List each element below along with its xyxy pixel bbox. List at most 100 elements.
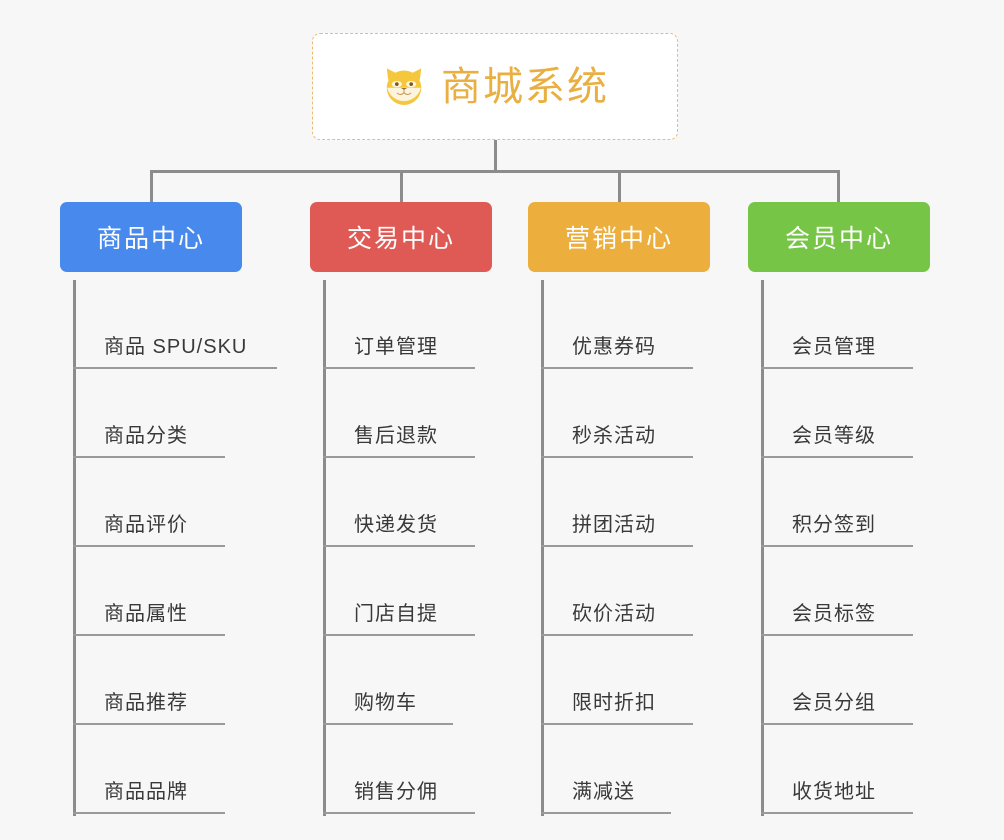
- group-spine: [73, 280, 76, 816]
- list-item[interactable]: 积分签到: [761, 458, 930, 547]
- item-label: 会员分组: [792, 692, 876, 714]
- item-rule: [323, 367, 475, 369]
- item-label: 会员等级: [792, 425, 876, 447]
- list-item[interactable]: 满减送: [541, 725, 710, 814]
- list-item[interactable]: 会员等级: [761, 369, 930, 458]
- shiba-dog-icon: [381, 64, 427, 110]
- list-item[interactable]: 商品 SPU/SKU: [73, 280, 277, 369]
- connector-horizontal-bus: [150, 170, 840, 173]
- item-rule: [761, 545, 913, 547]
- item-rule: [541, 812, 671, 814]
- list-item[interactable]: 订单管理: [323, 280, 492, 369]
- list-item[interactable]: 优惠券码: [541, 280, 710, 369]
- item-rule: [541, 723, 693, 725]
- list-item[interactable]: 会员管理: [761, 280, 930, 369]
- item-rule: [541, 545, 693, 547]
- item-rule: [73, 634, 225, 636]
- item-label: 商品品牌: [104, 781, 188, 803]
- item-rule: [323, 545, 475, 547]
- list-item[interactable]: 售后退款: [323, 369, 492, 458]
- list-item[interactable]: 商品品牌: [73, 725, 242, 814]
- connector-drop-2: [400, 170, 403, 202]
- item-label: 商品评价: [104, 514, 188, 536]
- list-item[interactable]: 门店自提: [323, 547, 492, 636]
- item-label: 商品 SPU/SKU: [104, 336, 248, 358]
- item-label: 秒杀活动: [572, 425, 656, 447]
- item-label: 积分签到: [792, 514, 876, 536]
- root-node[interactable]: 商城系统: [312, 33, 678, 140]
- connector-drop-4: [837, 170, 840, 202]
- group-spine: [761, 280, 764, 816]
- item-rule: [73, 545, 225, 547]
- group-spine: [323, 280, 326, 816]
- list-item[interactable]: 商品评价: [73, 458, 242, 547]
- list-item[interactable]: 商品推荐: [73, 636, 242, 725]
- group-header-trade[interactable]: 交易中心: [310, 202, 492, 272]
- item-label: 售后退款: [354, 425, 438, 447]
- item-rule: [541, 456, 693, 458]
- group-header-label: 商品中心: [96, 225, 205, 253]
- item-label: 商品推荐: [104, 692, 188, 714]
- item-label: 收货地址: [792, 781, 876, 803]
- list-item[interactable]: 收货地址: [761, 725, 930, 814]
- item-rule: [323, 812, 475, 814]
- item-label: 商品属性: [104, 603, 188, 625]
- item-rule: [761, 634, 913, 636]
- item-label: 销售分佣: [354, 781, 438, 803]
- item-label: 满减送: [572, 781, 635, 803]
- list-item[interactable]: 限时折扣: [541, 636, 710, 725]
- group-header-label: 交易中心: [346, 225, 455, 253]
- list-item[interactable]: 会员分组: [761, 636, 930, 725]
- item-rule: [73, 456, 225, 458]
- root-node-content: 商城系统: [381, 64, 609, 110]
- list-item[interactable]: 拼团活动: [541, 458, 710, 547]
- item-label: 购物车: [354, 692, 417, 714]
- list-item[interactable]: 砍价活动: [541, 547, 710, 636]
- item-rule: [541, 367, 693, 369]
- group-spine: [541, 280, 544, 816]
- group-header-label: 营销中心: [564, 225, 673, 253]
- item-rule: [761, 367, 913, 369]
- group-item-list: 订单管理 售后退款 快递发货 门店自提 购物车 销售分佣: [310, 280, 492, 814]
- list-item[interactable]: 会员标签: [761, 547, 930, 636]
- group-item-list: 优惠券码 秒杀活动 拼团活动 砍价活动 限时折扣 满减送: [528, 280, 710, 814]
- item-rule: [761, 456, 913, 458]
- connector-drop-3: [618, 170, 621, 202]
- item-rule: [323, 456, 475, 458]
- item-label: 拼团活动: [572, 514, 656, 536]
- group-header-label: 会员中心: [784, 225, 893, 253]
- item-rule: [323, 634, 475, 636]
- list-item[interactable]: 商品分类: [73, 369, 242, 458]
- item-rule: [323, 723, 453, 725]
- item-rule: [73, 723, 225, 725]
- list-item[interactable]: 商品属性: [73, 547, 242, 636]
- item-label: 订单管理: [354, 336, 438, 358]
- group-item-list: 商品 SPU/SKU 商品分类 商品评价 商品属性 商品推荐 商品品牌: [60, 280, 277, 814]
- group-header-marketing[interactable]: 营销中心: [528, 202, 710, 272]
- group-column-member: 会员中心 会员管理 会员等级 积分签到 会员标签 会员分组: [748, 202, 930, 816]
- item-rule: [761, 723, 913, 725]
- item-label: 限时折扣: [572, 692, 656, 714]
- item-label: 商品分类: [104, 425, 188, 447]
- item-label: 快递发货: [354, 514, 438, 536]
- item-rule: [73, 367, 277, 369]
- group-header-product[interactable]: 商品中心: [60, 202, 242, 272]
- group-column-product: 商品中心 商品 SPU/SKU 商品分类 商品评价 商品属性 商品推荐: [60, 202, 277, 816]
- list-item[interactable]: 快递发货: [323, 458, 492, 547]
- group-item-list: 会员管理 会员等级 积分签到 会员标签 会员分组 收货地址: [748, 280, 930, 814]
- item-rule: [541, 634, 693, 636]
- list-item[interactable]: 秒杀活动: [541, 369, 710, 458]
- item-label: 会员标签: [792, 603, 876, 625]
- list-item[interactable]: 销售分佣: [323, 725, 492, 814]
- root-title: 商城系统: [441, 64, 609, 109]
- group-header-member[interactable]: 会员中心: [748, 202, 930, 272]
- group-column-trade: 交易中心 订单管理 售后退款 快递发货 门店自提 购物车: [310, 202, 492, 816]
- connector-drop-1: [150, 170, 153, 202]
- group-column-marketing: 营销中心 优惠券码 秒杀活动 拼团活动 砍价活动 限时折扣: [528, 202, 710, 816]
- item-label: 优惠券码: [572, 336, 656, 358]
- list-item[interactable]: 购物车: [323, 636, 492, 725]
- item-rule: [73, 812, 225, 814]
- item-label: 门店自提: [354, 603, 438, 625]
- item-label: 砍价活动: [572, 603, 656, 625]
